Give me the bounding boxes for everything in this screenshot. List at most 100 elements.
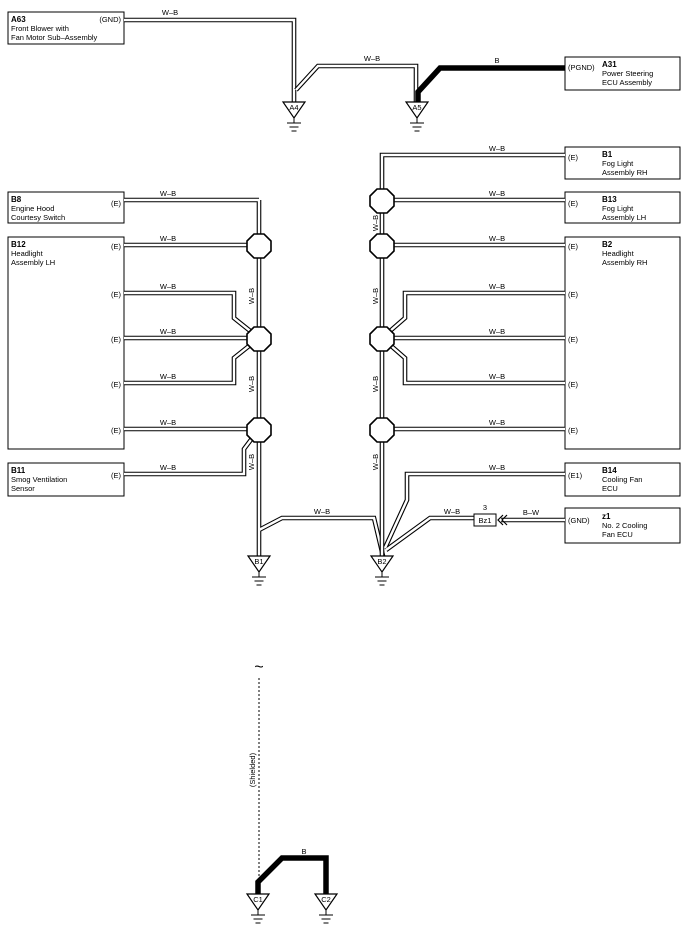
a63-name-line1: Front Blower with (11, 24, 69, 33)
wire-label-left-trunk-1: W–B (247, 288, 256, 304)
splice-left-2 (246, 326, 272, 352)
component-b12: B12 Headlight Assembly LH (E) (E) (E) (E… (7, 236, 125, 450)
b13-id: B13 (602, 195, 617, 204)
a31-name-line1: Power Steering (602, 69, 653, 78)
b2-name-line1: Headlight (602, 249, 635, 258)
b8-id: B8 (11, 195, 22, 204)
wire-a31-to-a5 (415, 65, 565, 102)
ground-a4-label: A4 (289, 103, 298, 112)
ground-c2-label: C2 (321, 895, 331, 904)
a31-pin: (PGND) (568, 63, 595, 72)
component-a63: A63 Front Blower with Fan Motor Sub–Asse… (7, 11, 125, 45)
wire-label-b12-3: W–B (160, 327, 176, 336)
wire-label-right-trunk-1: W–B (371, 215, 380, 231)
wire-label-b12-1: W–B (160, 234, 176, 243)
wire-a4-to-a5 (294, 63, 419, 102)
b11-name-line2: Sensor (11, 484, 35, 493)
b12-name-line2: Assembly LH (11, 258, 55, 267)
component-b11: B11 Smog Ventilation Sensor (E) (7, 462, 125, 497)
splice-right-4 (369, 417, 395, 443)
wire-label-b2-4: W–B (489, 372, 505, 381)
wire-label-right-trunk-3: W–B (371, 376, 380, 392)
b2-name-line2: Assembly RH (602, 258, 647, 267)
component-b14: B14 Cooling Fan ECU (E1) (564, 462, 681, 497)
b11-name-line1: Smog Ventilation (11, 475, 67, 484)
wire-label-b12-2: W–B (160, 282, 176, 291)
b1-name-line1: Fog Light (602, 159, 634, 168)
wire-label-b11: W–B (160, 463, 176, 472)
ground-b1: B1 (246, 555, 272, 586)
wire-label-b2-3: W–B (489, 327, 505, 336)
b12-pin-3: (E) (111, 335, 122, 344)
wire-label-b8: W–B (160, 189, 176, 198)
wire-label-a4-a5: W–B (364, 54, 380, 63)
right-splices (369, 188, 395, 443)
splice-right-1 (369, 188, 395, 214)
a63-pin: (GND) (99, 15, 121, 24)
wire-label-a31: B (494, 56, 499, 65)
b14-name-line1: Cooling Fan (602, 475, 642, 484)
b2-pin-4: (E) (568, 380, 579, 389)
wire-label-z1: B–W (523, 508, 540, 517)
b13-name-line2: Assembly LH (602, 213, 646, 222)
b12-pin-4: (E) (111, 380, 122, 389)
ground-c1: C1 (245, 893, 271, 924)
splice-right-3 (369, 326, 395, 352)
top-wires: W–B W–B B (124, 8, 565, 102)
break-symbol: ~ (254, 659, 263, 676)
b2-pin-5: (E) (568, 426, 579, 435)
z1-pin: (GND) (568, 516, 590, 525)
wire-label-b14: W–B (489, 463, 505, 472)
ground-c2: C2 (313, 893, 339, 924)
ground-c1-label: C1 (253, 895, 263, 904)
b12-name-line1: Headlight (11, 249, 44, 258)
connector-bz1: Bz1 3 (473, 503, 508, 527)
z1-name-line2: Fan ECU (602, 530, 633, 539)
z1-id: z1 (602, 512, 611, 521)
b1-id: B1 (602, 150, 613, 159)
wire-label-right-trunk-4: W–B (371, 454, 380, 470)
a31-name-line2: ECU Assembly (602, 78, 652, 87)
b8-pin: (E) (111, 199, 122, 208)
b8-name-line2: Courtesy Switch (11, 213, 65, 222)
b8-name-line1: Engine Hood (11, 204, 54, 213)
b1-name-line2: Assembly RH (602, 168, 647, 177)
splice-right-2 (369, 233, 395, 259)
ground-b1-label: B1 (254, 557, 263, 566)
b14-name-line2: ECU (602, 484, 618, 493)
wire-label-b12-4: W–B (160, 372, 176, 381)
left-splices (246, 233, 272, 443)
b12-pin-1: (E) (111, 242, 122, 251)
shielded-label: (Shielded) (248, 752, 257, 787)
component-a31: A31 Power Steering ECU Assembly (PGND) (564, 56, 681, 91)
a63-name-line2: Fan Motor Sub–Assembly (11, 33, 98, 42)
b2-pin-2: (E) (568, 290, 579, 299)
wire-a63-to-a4 (124, 17, 297, 102)
b14-pin: (E1) (568, 471, 583, 480)
wire-c1-to-c2 (255, 855, 329, 895)
wire-label-b13: W–B (489, 189, 505, 198)
wire-label-right-trunk-2: W–B (371, 288, 380, 304)
component-z1: z1 No. 2 Cooling Fan ECU (GND) (564, 507, 681, 544)
wire-label-b1: W–B (489, 144, 505, 153)
b13-pin: (E) (568, 199, 579, 208)
right-wires: W–B W–B W–B W–B W–B W–B W–B W–B W–B B–W … (371, 144, 565, 560)
b14-id: B14 (602, 466, 617, 475)
wire-label-b2-1: W–B (489, 234, 505, 243)
ground-a5: A5 (404, 101, 430, 132)
wire-label-b2-5: W–B (489, 418, 505, 427)
wire-label-b12-5: W–B (160, 418, 176, 427)
bz1-label: Bz1 (479, 516, 492, 525)
b2-id: B2 (602, 240, 613, 249)
left-wires: W–B W–B W–B W–B W–B W–B W–B W–B W–B W–B … (124, 189, 386, 560)
component-b2: B2 Headlight Assembly RH (E) (E) (E) (E)… (564, 236, 681, 450)
b1-pin: (E) (568, 153, 579, 162)
ground-a5-label: A5 (412, 103, 421, 112)
z1-name-line1: No. 2 Cooling (602, 521, 647, 530)
b12-pin-2: (E) (111, 290, 122, 299)
wire-label-b2-2: W–B (489, 282, 505, 291)
b12-id: B12 (11, 240, 26, 249)
splice-left-1 (246, 233, 272, 259)
b11-pin: (E) (111, 471, 122, 480)
b11-id: B11 (11, 466, 26, 475)
